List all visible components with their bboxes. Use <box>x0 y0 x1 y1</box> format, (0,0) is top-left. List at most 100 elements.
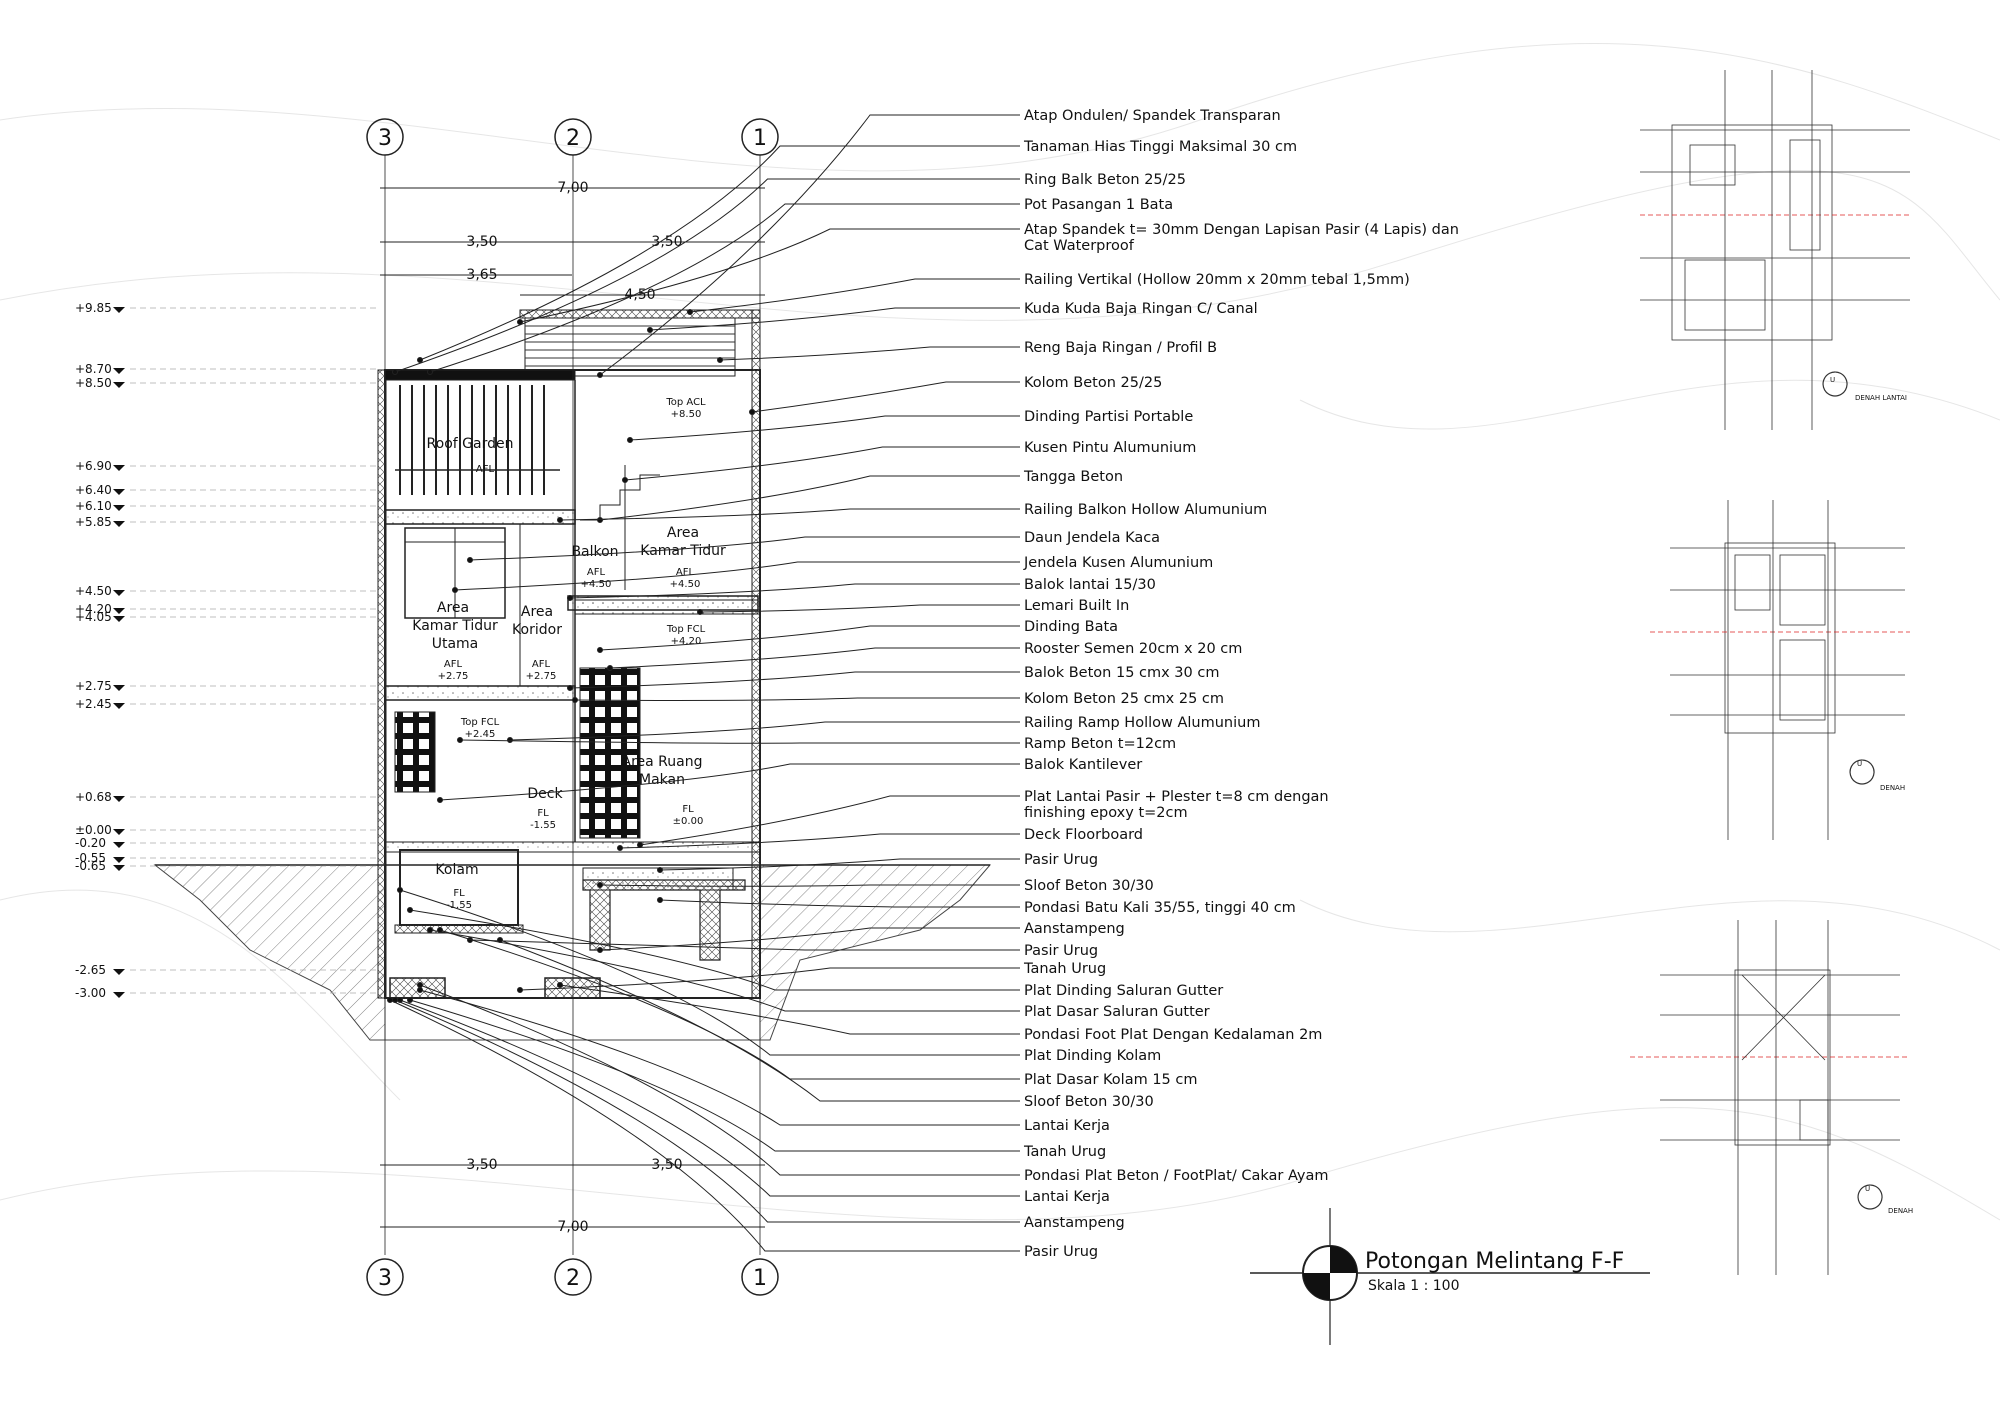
callout-leader <box>439 929 1020 1080</box>
callout-label: Kusen Pintu Alumunium <box>1024 440 1196 456</box>
thumbnail-plan-3: U DENAH <box>1630 920 1913 1275</box>
callout-leader-dot <box>567 595 573 601</box>
level-marker-triangle <box>113 842 125 848</box>
callout-leader-dot <box>517 987 523 993</box>
callout-leader <box>499 939 1020 1102</box>
callout-label: Plat Dinding Kolam <box>1024 1048 1161 1064</box>
callout-label: Cat Waterproof <box>1024 238 1135 254</box>
callout-leader <box>419 989 1020 1126</box>
deck-value: -1.55 <box>530 820 556 831</box>
callout-label: Pasir Urug <box>1024 1244 1098 1260</box>
callout-label: Lemari Built In <box>1024 598 1129 614</box>
grid-axis-labels: 3 2 1 3 2 1 <box>378 126 767 1291</box>
callout-leader-dot <box>457 737 463 743</box>
callout-label: Kolom Beton 25/25 <box>1024 375 1162 391</box>
callout-label: Dinding Bata <box>1024 619 1118 635</box>
callout-leader-dot <box>657 867 663 873</box>
balkon-value: +4.50 <box>581 579 612 590</box>
callout-leader <box>639 795 1020 846</box>
callout-leader-dot <box>637 842 643 848</box>
callout-labels: Atap Ondulen/ Spandek TransparanTanaman … <box>1023 108 1459 1260</box>
callout-leader <box>689 278 1020 313</box>
callout-leader <box>399 999 1020 1197</box>
callout-leader <box>419 145 1020 361</box>
callout-leader-dot <box>607 665 613 671</box>
callout-label: Tanah Urug <box>1023 1144 1106 1160</box>
callout-leader <box>439 763 1020 801</box>
callout-leader-dot <box>657 897 663 903</box>
koridor-label-2: Koridor <box>512 622 562 638</box>
level-marker-label: +6.90 <box>75 459 112 473</box>
kamar-tidur-afl: AFL <box>676 567 695 578</box>
dim-right-top: 3,50 <box>651 234 682 250</box>
callout-leader-dot <box>452 587 458 593</box>
dim-365: 3,65 <box>466 267 497 283</box>
callout-label: Ring Balk Beton 25/25 <box>1024 172 1186 188</box>
level-marker-label: -2.65 <box>75 963 106 977</box>
callout-label: Pondasi Batu Kali 35/55, tinggi 40 cm <box>1024 900 1296 916</box>
callout-leader-dot <box>417 982 423 988</box>
title-block: Potongan Melintang F-F Skala 1 : 100 <box>1250 1208 1650 1345</box>
callout-leader <box>409 999 1020 1152</box>
callout-label: Railing Balkon Hollow Alumunium <box>1024 502 1267 518</box>
kolam-fl: FL <box>453 888 465 899</box>
callout-leader <box>519 228 1020 323</box>
callout-leader <box>454 561 1020 591</box>
callout-label: Balok Kantilever <box>1024 757 1142 773</box>
level-marker-triangle <box>113 616 125 622</box>
callout-leader-dot <box>397 887 403 893</box>
level-marker-triangle <box>113 829 125 835</box>
koridor-afl: AFL <box>532 659 551 670</box>
callout-leaders <box>387 114 1020 1252</box>
level-marker-triangle <box>113 969 125 975</box>
callout-leader <box>429 203 1020 373</box>
callout-label: Aanstampeng <box>1024 1215 1125 1231</box>
drawing-scale: Skala 1 : 100 <box>1368 1278 1460 1294</box>
callout-leader-dot <box>597 947 603 953</box>
thumb2-label: DENAH <box>1880 784 1905 792</box>
callout-label: Sloof Beton 30/30 <box>1024 1094 1154 1110</box>
balkon-afl: AFL <box>587 567 606 578</box>
top-fcl-label: Top FCL <box>666 624 706 635</box>
level-marker-label: +4.20 <box>75 602 112 616</box>
thumb1-label: DENAH LANTAI <box>1855 394 1907 402</box>
kolam-value: -1.55 <box>446 900 472 911</box>
callout-leader <box>419 984 1020 1176</box>
callout-leader <box>459 739 1020 744</box>
grid-axes <box>366 118 779 1296</box>
ruang-makan-label-1: Area Ruang <box>622 754 703 770</box>
callout-leader <box>629 415 1020 441</box>
callout-label: Plat Dasar Saluran Gutter <box>1024 1004 1210 1020</box>
callout-label: Lantai Kerja <box>1024 1189 1110 1205</box>
thumb3-label: DENAH <box>1888 1207 1913 1215</box>
level-marker-label: +6.10 <box>75 499 112 513</box>
level-marker-triangle <box>113 521 125 527</box>
callout-leader-dot <box>597 517 603 523</box>
callout-label: Balok Beton 15 cmx 30 cm <box>1024 665 1219 681</box>
roof-garden-label: Roof Garden <box>427 436 514 452</box>
axis-1-bottom: 1 <box>753 1266 767 1291</box>
dimension-labels: 7,00 3,50 3,50 3,65 4,50 3,50 3,50 7,00 <box>466 180 682 1235</box>
dim-total-bottom: 7,00 <box>557 1219 588 1235</box>
top-fcl2-value: +2.45 <box>465 729 496 740</box>
drawing-title: Potongan Melintang F-F <box>1365 1249 1624 1274</box>
level-marker-triangle <box>113 590 125 596</box>
level-marker-label: -0.65 <box>75 859 106 873</box>
ruang-makan-label-2: Makan <box>639 772 685 788</box>
thumb1-north-label: U <box>1830 376 1835 384</box>
callout-label: Sloof Beton 30/30 <box>1024 878 1154 894</box>
callout-label: Deck Floorboard <box>1024 827 1143 843</box>
level-marker-triangle <box>113 489 125 495</box>
callout-leader-dot <box>387 997 393 1003</box>
thumb2-north-label: U <box>1857 760 1862 768</box>
callout-leader-dot <box>407 907 413 913</box>
callout-leader <box>624 446 1020 481</box>
level-marker-label: -0.20 <box>75 836 106 850</box>
thumbnail-plan-2: U DENAH <box>1650 500 1910 840</box>
callout-label: Pondasi Foot Plat Dengan Kedalaman 2m <box>1024 1027 1322 1043</box>
callout-leader <box>509 721 1020 741</box>
callout-leader-dot <box>437 927 443 933</box>
top-acl-label: Top ACL <box>665 397 706 408</box>
callout-leader-dot <box>627 437 633 443</box>
callout-label: Railing Vertikal (Hollow 20mm x 20mm teb… <box>1024 272 1410 288</box>
